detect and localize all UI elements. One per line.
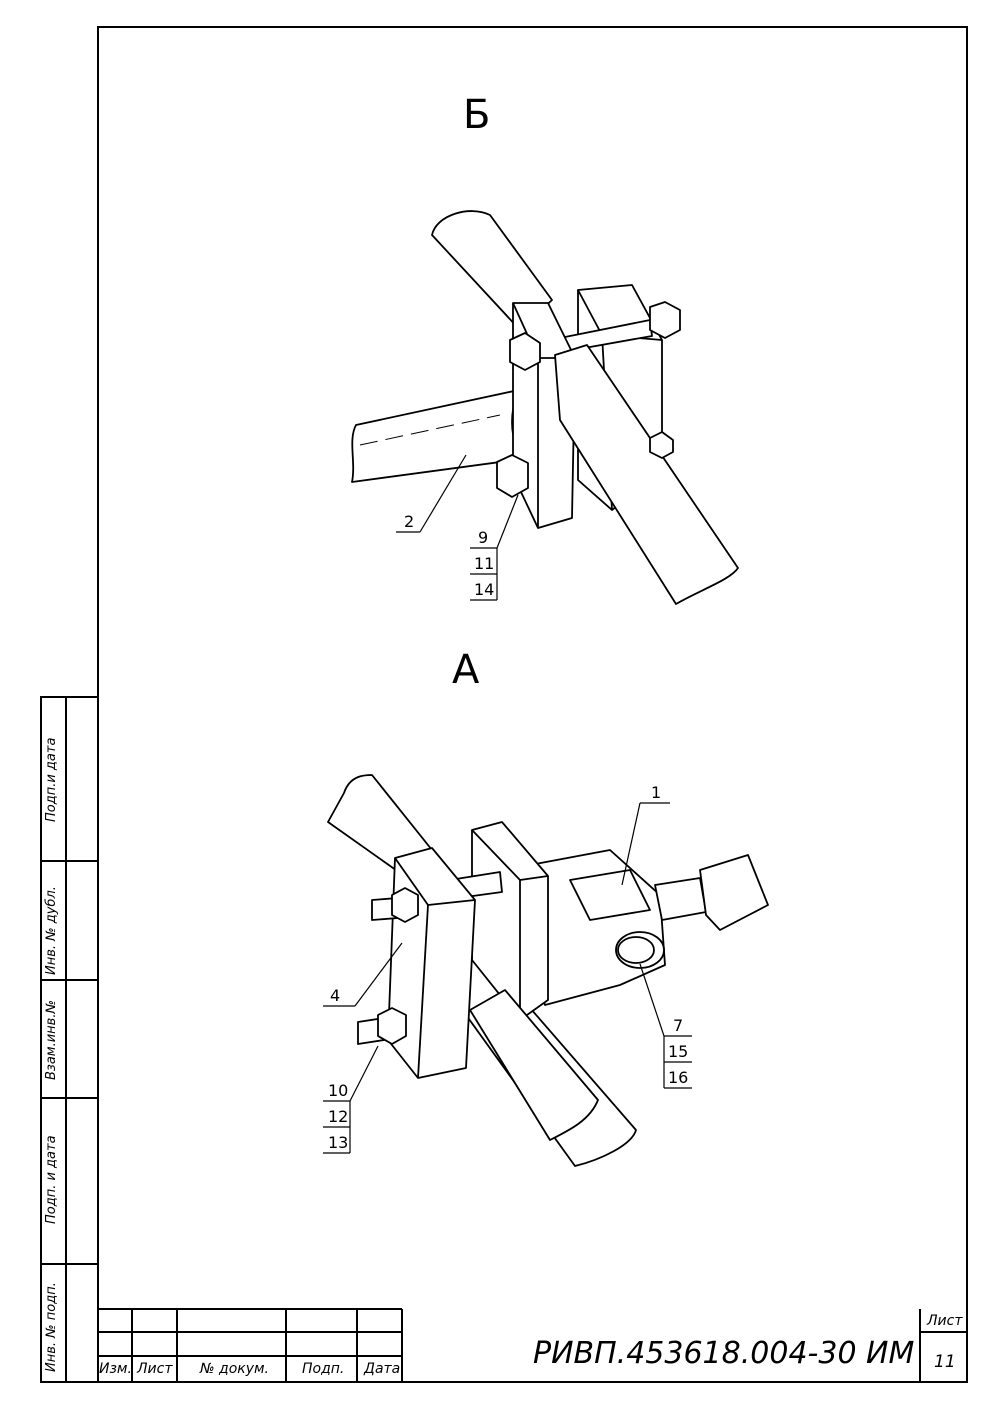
side-stamp-grid — [40, 696, 99, 1383]
view-b-leaders — [396, 454, 519, 601]
view-title-b: Б — [463, 92, 491, 138]
tb-dokum: № докум. — [200, 1361, 270, 1377]
tb-list: Лист — [137, 1361, 173, 1377]
callout-part-14: 14 — [474, 580, 495, 599]
stamp-podp-data-2: Подп. и дата — [44, 1135, 59, 1224]
stamp-vzam-inv: Взам.инв.№ — [44, 1000, 59, 1080]
title-block-grid — [98, 1308, 967, 1382]
stamp-podp-data-1: Подп.и дата — [44, 737, 59, 822]
callout-part-11: 11 — [474, 554, 495, 573]
stamp-inv-podp: Инв. № подп. — [44, 1282, 59, 1372]
tb-izm: Изм. — [99, 1361, 132, 1377]
callout-part-2: 2 — [404, 512, 415, 531]
document-designation: РИВП.453618.004-30 ИМ — [533, 1336, 915, 1371]
callout-part-1: 1 — [651, 783, 662, 802]
callout-part-9: 9 — [478, 528, 489, 547]
callout-part-16: 16 — [668, 1068, 689, 1087]
callout-part-10: 10 — [328, 1081, 349, 1100]
tb-podp: Подп. — [302, 1361, 345, 1377]
callout-part-12: 12 — [328, 1107, 349, 1126]
sheet-number: 11 — [934, 1352, 956, 1372]
view-a-leaders — [323, 802, 692, 1154]
callout-part-7: 7 — [673, 1016, 684, 1035]
tb-data: Дата — [364, 1361, 401, 1377]
tb-sheet-label: Лист — [927, 1313, 963, 1329]
stamp-inv-dubl: Инв. № дубл. — [44, 886, 59, 975]
callout-part-13: 13 — [328, 1133, 349, 1152]
view-title-a: А — [452, 647, 480, 693]
view-a-illustration — [327, 774, 769, 1167]
drawing-frame — [97, 26, 968, 1383]
callout-part-4: 4 — [330, 986, 341, 1005]
callout-part-15: 15 — [668, 1042, 689, 1061]
view-b-illustration — [351, 210, 739, 605]
